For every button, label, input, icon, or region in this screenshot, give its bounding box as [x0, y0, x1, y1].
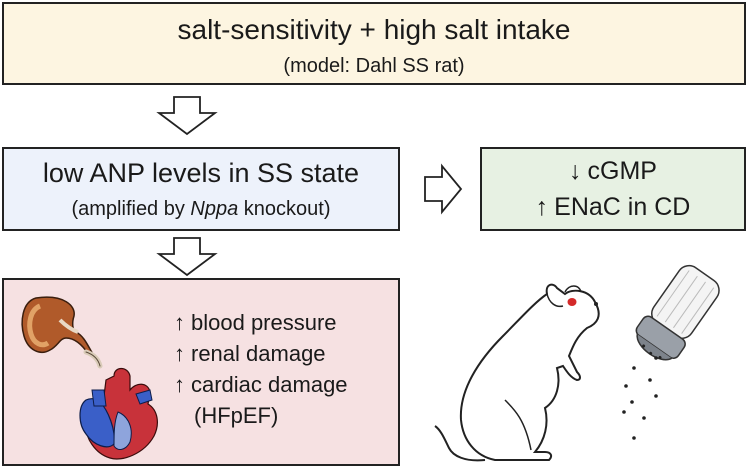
kidney-icon	[21, 296, 103, 369]
anp-levels-title: low ANP levels in SS state	[42, 158, 360, 188]
salt-intake-box: salt-sensitivity + high salt intake (mod…	[2, 2, 746, 85]
heart-icon	[79, 367, 158, 460]
nppa-knockout-note: (amplified by Nppa knockout)	[71, 198, 331, 220]
down-arrow-icon	[156, 237, 218, 277]
salt-shaker-icon	[622, 264, 720, 440]
hfpef-note: (HFpEF)	[194, 403, 279, 428]
blood-pressure-effect: ↑blood pressure	[174, 310, 337, 335]
model-label: (model: Dahl SS rat)	[283, 55, 465, 77]
renal-damage-effect: ↑renal damage	[174, 341, 326, 366]
cgmp-line: ↓cGMP	[569, 157, 657, 185]
rat-icon	[434, 283, 600, 462]
enac-line: ↑ENaC in CD	[535, 193, 691, 221]
down-arrow-icon	[156, 96, 218, 136]
cgmp-enac-box: ↓cGMP ↑ENaC in CD	[480, 147, 746, 231]
right-arrow-icon	[424, 163, 463, 215]
outcomes-box: ↑blood pressure ↑renal damage ↑cardiac d…	[2, 278, 400, 466]
salt-intake-title: salt-sensitivity + high salt intake	[177, 14, 571, 45]
anp-levels-box: low ANP levels in SS state (amplified by…	[2, 147, 400, 231]
cardiac-damage-effect: ↑cardiac damage	[174, 372, 348, 397]
